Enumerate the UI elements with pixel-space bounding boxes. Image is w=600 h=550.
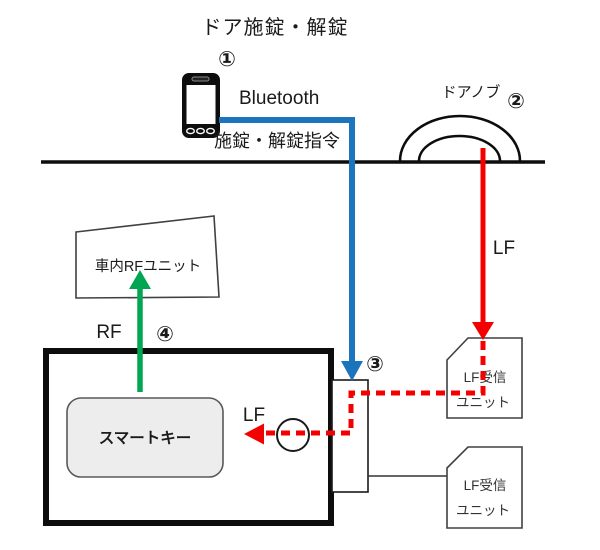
doorknob-inner-arc — [417, 134, 502, 162]
smartphone-button-2 — [195, 127, 205, 135]
smartphone-button-1 — [185, 127, 195, 135]
smart-key-label: スマートキー — [99, 430, 192, 447]
lf-receiver-bottom-label-line2: ユニット — [456, 503, 510, 518]
smartphone-screen — [186, 85, 216, 124]
in-car-rf-unit-box — [75, 215, 220, 299]
lf-down-arrowhead — [472, 322, 494, 340]
diagram-title: ドア施錠・解錠 — [202, 16, 349, 39]
lf-label-left: LF — [243, 405, 265, 426]
rf-up-arrowhead — [129, 270, 151, 289]
doorknob-outer-arc — [398, 114, 522, 162]
in-car-rf-unit-label: 車内RFユニット — [95, 258, 201, 275]
doorknob-icon — [398, 114, 522, 162]
bluetooth-arrowhead — [341, 361, 363, 381]
smart-key-box — [66, 397, 224, 478]
step-1-badge: ① — [218, 48, 236, 71]
bluetooth-arrow-line — [219, 117, 355, 363]
smartphone-speaker — [191, 76, 210, 82]
lf-dashed-path — [262, 341, 486, 436]
lf-label-right: LF — [493, 238, 515, 259]
lock-unlock-command-label: 施錠・解錠指令 — [214, 131, 340, 151]
lf-receiver-bottom-label-line1: LF受信 — [464, 478, 507, 493]
step-2-badge: ② — [507, 90, 525, 113]
lf-left-arrowhead — [244, 423, 264, 445]
smartphone-button-3 — [205, 127, 215, 135]
lf-receiver-bottom-box — [446, 446, 523, 529]
door-controller-box — [331, 379, 369, 493]
step-3-badge: ③ — [366, 353, 384, 376]
bluetooth-label: Bluetooth — [239, 88, 319, 109]
smartphone-icon — [182, 73, 220, 138]
junction-circle — [276, 418, 310, 452]
lf-receiver-top-label-line2: ユニット — [456, 395, 510, 410]
doorknob-label: ドアノブ — [442, 83, 501, 101]
rf-label: RF — [96, 322, 121, 343]
step-4-badge: ④ — [156, 323, 174, 346]
